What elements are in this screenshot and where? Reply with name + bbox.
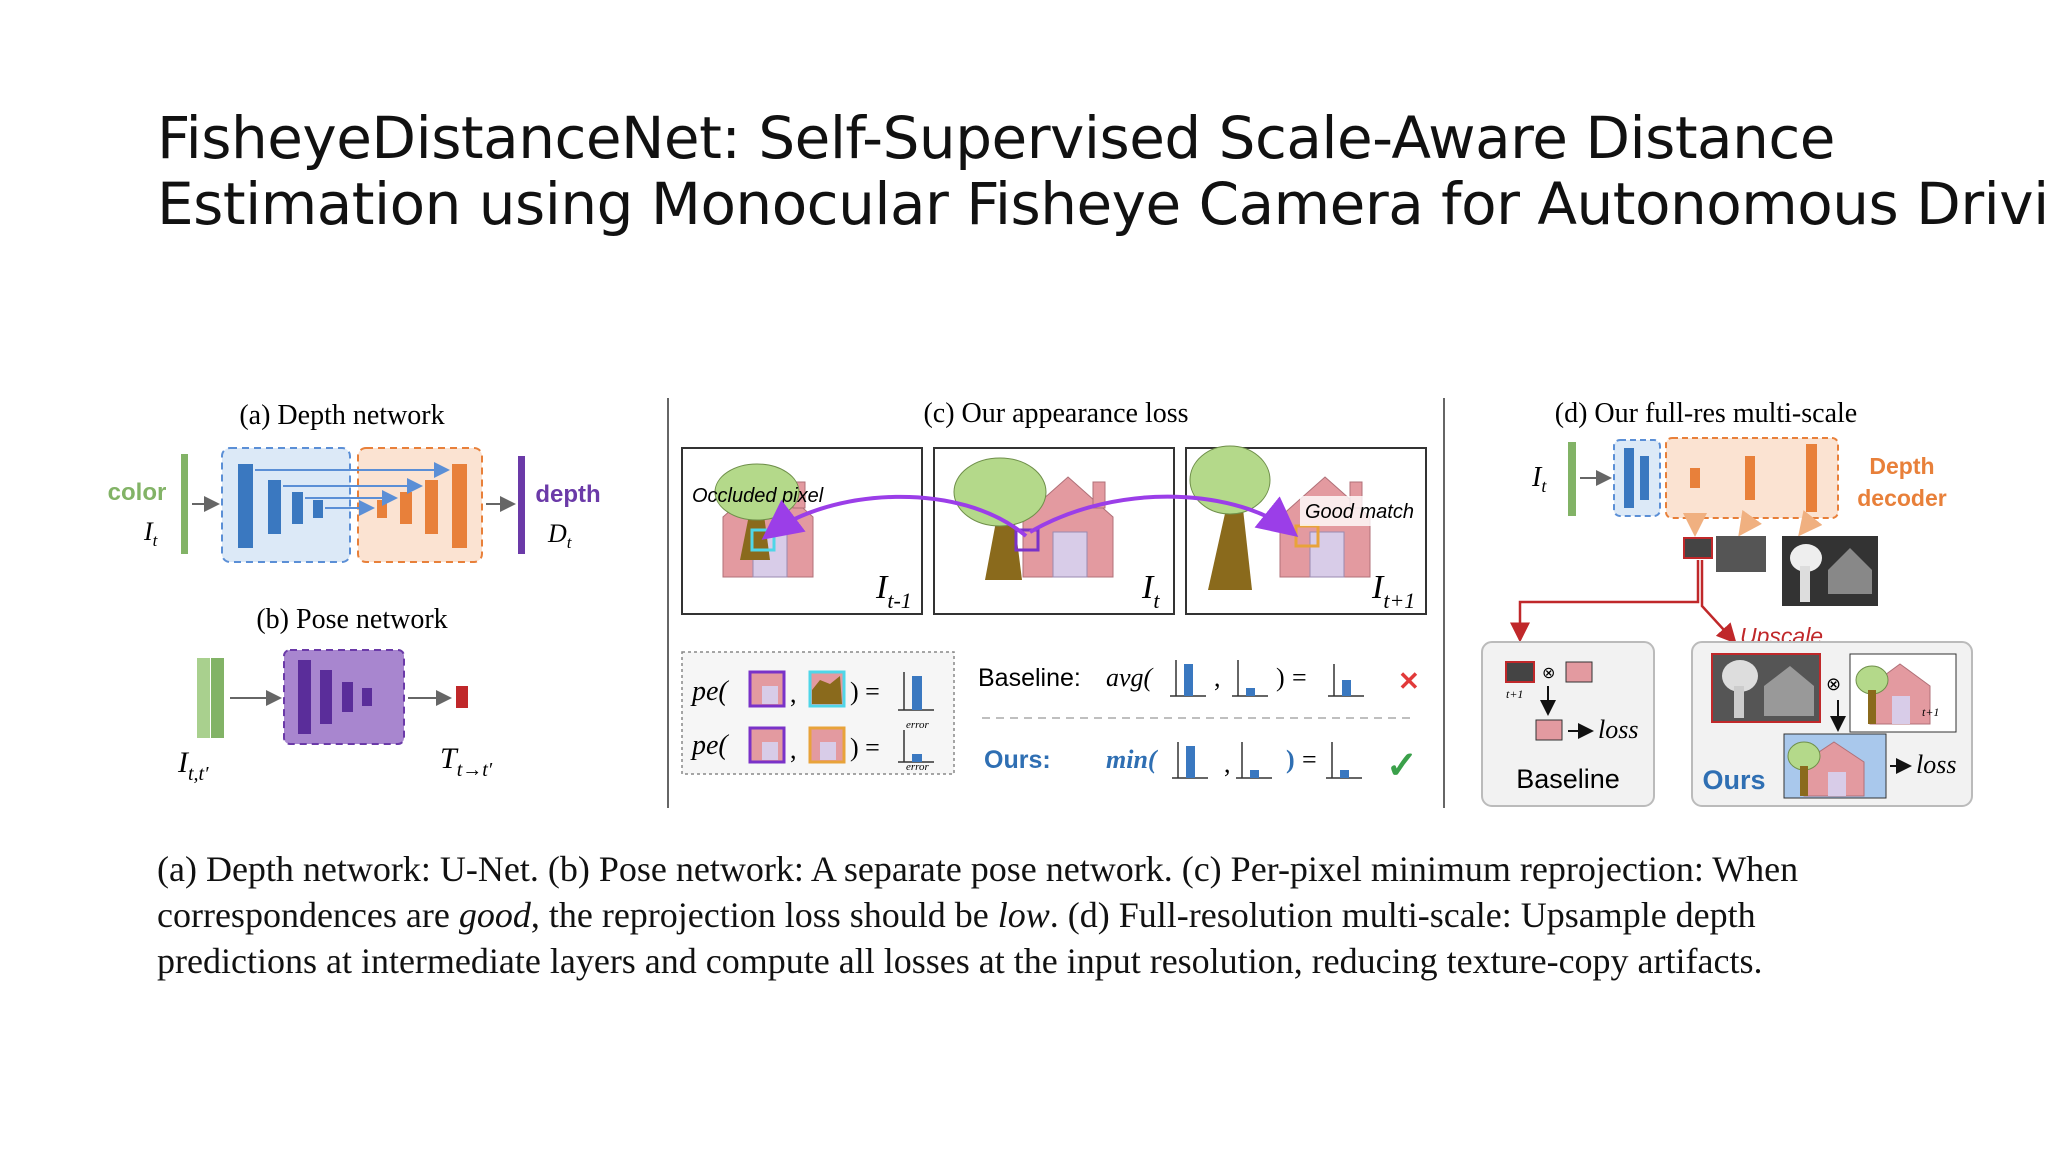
frame-cur-symbol: It <box>1141 569 1160 613</box>
panel-c-label: (c) Our appearance loss <box>923 398 1188 429</box>
pose-output-symbol: Tt→t′ <box>440 742 493 781</box>
svg-text:avg(: avg( <box>1106 663 1154 692</box>
depth-output-bar <box>518 456 525 554</box>
encoder-box <box>221 447 351 563</box>
input-color-label: color <box>108 479 167 506</box>
pe-box: pe( , ) = error pe( , ) = error <box>681 651 955 775</box>
panel-d-multiscale: (d) Our full-res multi-scale It Depth de… <box>1481 398 1973 807</box>
arrow-to-occluded <box>761 494 1028 540</box>
occluded-pixel-label: Occluded pixel <box>692 485 824 507</box>
cross-icon: ✕ <box>1398 666 1420 696</box>
svg-text:min(: min( <box>1106 745 1159 774</box>
svg-text:,: , <box>1224 749 1231 778</box>
svg-text:): ) <box>1276 663 1285 692</box>
ours-caption: Ours <box>1702 765 1765 795</box>
ours-label: Ours: <box>984 746 1051 774</box>
output-depth-symbol: Dt <box>547 519 573 552</box>
svg-text:t+1: t+1 <box>1922 705 1939 719</box>
slide-title: FisheyeDistanceNet: Self-Supervised Scal… <box>157 104 2048 238</box>
baseline-caption: Baseline <box>1516 764 1620 794</box>
caption-line-2: correspondences are good, the reprojecti… <box>157 895 1756 935</box>
svg-text:): ) <box>1286 745 1295 774</box>
panel-c-appearance-loss: (c) Our appearance loss Occluded pixel I… <box>681 398 1427 787</box>
panel-d-input-symbol: It <box>1531 462 1547 496</box>
panel-d-label: (d) Our full-res multi-scale <box>1555 398 1857 429</box>
frame-next: Good match It+1 <box>1185 445 1427 615</box>
method-figure: (a) Depth network color It depth Dt (b) … <box>108 398 1973 808</box>
output-depth-label: depth <box>535 481 600 508</box>
input-color-symbol: It <box>143 517 159 550</box>
pose-output <box>456 686 468 708</box>
caption-line-3: predictions at intermediate layers and c… <box>157 941 1763 981</box>
svg-text:⊗: ⊗ <box>1542 665 1555 682</box>
svg-text:error: error <box>906 719 930 731</box>
panel-b-label: (b) Pose network <box>256 604 447 635</box>
panel-a-label: (a) Depth network <box>239 400 444 431</box>
figure-caption: (a) Depth network: U-Net. (b) Pose netwo… <box>157 846 1957 984</box>
check-icon: ✓ <box>1386 745 1418 787</box>
frame-next-symbol: It+1 <box>1371 569 1415 613</box>
frame-prev: Occluded pixel It-1 <box>681 447 923 615</box>
svg-text:) =: ) = <box>850 677 880 706</box>
color-input-bar <box>181 454 188 554</box>
svg-text:t+1: t+1 <box>1506 687 1523 701</box>
svg-text:) =: ) = <box>850 733 880 762</box>
panel-a-depth-network: (a) Depth network color It depth Dt <box>108 400 601 563</box>
svg-text:error: error <box>906 761 930 773</box>
svg-text:pe(: pe( <box>690 730 729 761</box>
loss-comparison: Baseline: avg( , ) = ✕ Ours: min( , <box>978 660 1420 787</box>
svg-text:loss: loss <box>1598 715 1638 744</box>
svg-text:pe(: pe( <box>690 676 729 707</box>
depth-decoder-label-2: decoder <box>1857 485 1947 511</box>
frame-prev-symbol: It-1 <box>875 569 912 613</box>
svg-text:,: , <box>790 735 797 764</box>
good-match-label: Good match <box>1305 501 1414 523</box>
svg-text:,: , <box>1214 663 1221 692</box>
svg-text:=: = <box>1292 663 1307 692</box>
depth-decoder-label-1: Depth <box>1869 453 1934 479</box>
frame-cur: It <box>933 447 1175 615</box>
decoder-box <box>357 447 483 563</box>
svg-text:loss: loss <box>1916 750 1956 779</box>
pose-input-symbol: It,t′ <box>177 746 209 785</box>
svg-text:=: = <box>1302 745 1317 774</box>
panel-b-pose-network: (b) Pose network It,t′ Tt→t′ <box>177 604 493 785</box>
baseline-label: Baseline: <box>978 664 1081 692</box>
title-line-2: Estimation using Monocular Fisheye Camer… <box>157 170 2048 238</box>
title-line-1: FisheyeDistanceNet: Self-Supervised Scal… <box>157 104 1835 172</box>
caption-line-1: (a) Depth network: U-Net. (b) Pose netwo… <box>157 849 1799 889</box>
svg-text:⊗: ⊗ <box>1826 674 1841 694</box>
arrow-to-good-match <box>1029 494 1299 538</box>
svg-text:,: , <box>790 679 797 708</box>
